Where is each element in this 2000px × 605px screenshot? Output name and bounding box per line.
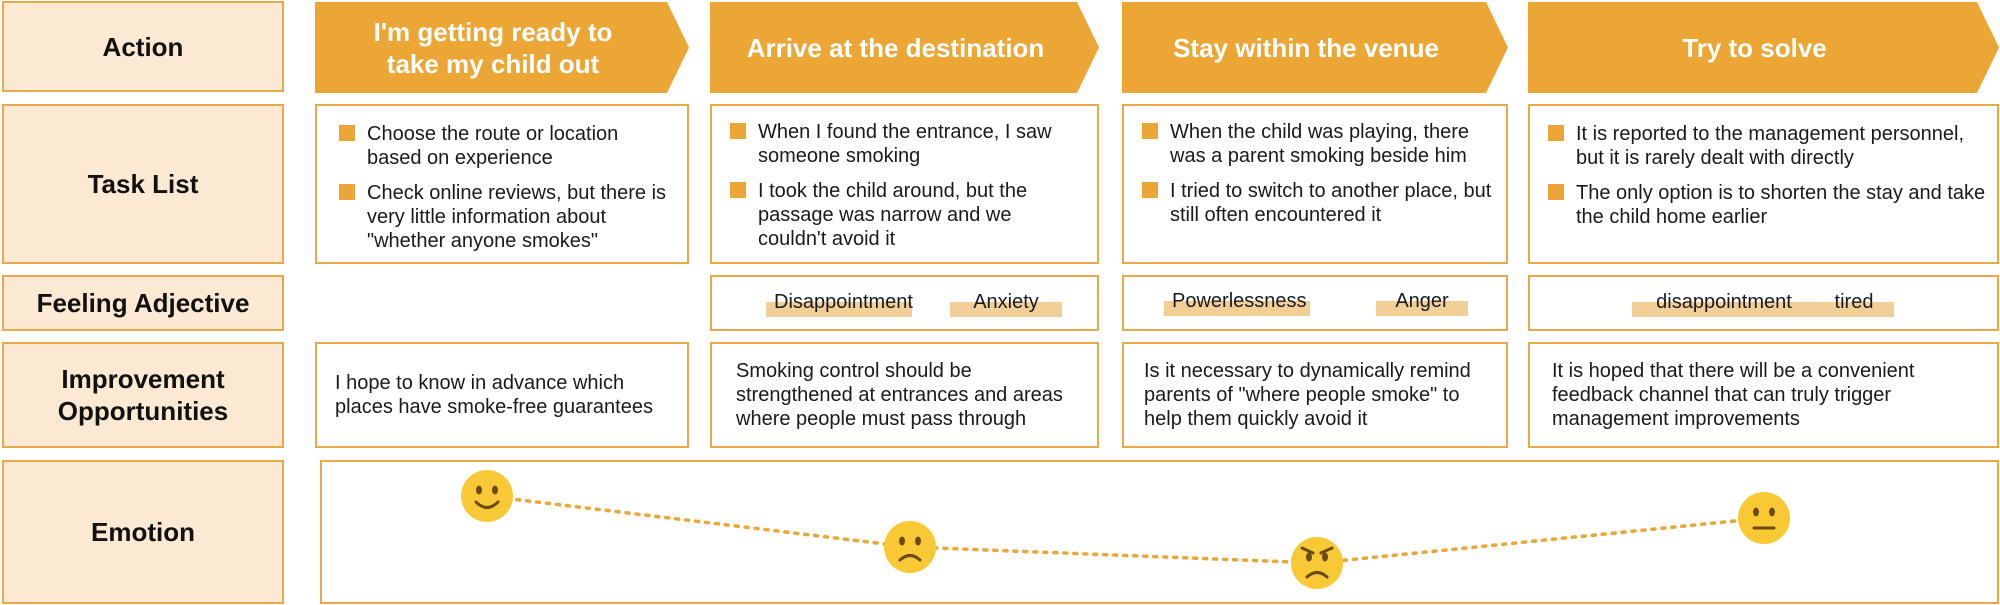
improvement-text: Smoking control should be strengthened a… (736, 360, 1063, 430)
happy-face-icon (461, 470, 513, 522)
stage-header-2: Arrive at the destination (710, 2, 1099, 93)
improvement-text: It is hoped that there will be a conveni… (1552, 360, 1915, 430)
improvement-text: Is it necessary to dynamically remind pa… (1144, 360, 1471, 430)
feeling-box-4: disappointment tired (1528, 275, 1999, 331)
task-item: Choose the route or location based on ex… (339, 122, 673, 170)
feeling-chip: Anger (1376, 289, 1468, 316)
task-box-4: It is reported to the management personn… (1528, 104, 1999, 264)
neutral-face-icon (1738, 492, 1790, 544)
stage-header-4: Try to solve (1528, 2, 1999, 93)
sad-face-icon (884, 521, 936, 573)
task-box-2: When I found the entrance, I saw someone… (710, 104, 1099, 264)
improvement-box-4: It is hoped that there will be a conveni… (1528, 342, 1999, 448)
emotion-line (485, 494, 1766, 565)
improvement-box-3: Is it necessary to dynamically remind pa… (1122, 342, 1508, 448)
row-label-improvement: Improvement Opportunities (2, 342, 284, 448)
bullet-square-icon (1548, 184, 1564, 200)
bullet-square-icon (730, 182, 746, 198)
feeling-chip: Anxiety (950, 290, 1062, 317)
stage-header-1: I'm getting ready to take my child out (315, 2, 689, 93)
bullet-square-icon (339, 184, 355, 200)
bullet-square-icon (1142, 123, 1158, 139)
feeling-chip: Powerlessness (1164, 289, 1310, 316)
bullet-square-icon (1548, 125, 1564, 141)
task-item: The only option is to shorten the stay a… (1548, 181, 1991, 229)
task-item: It is reported to the management personn… (1548, 122, 1991, 170)
stage-header-3: Stay within the venue (1122, 2, 1508, 93)
improvement-box-1: I hope to know in advance which places h… (315, 342, 689, 448)
feeling-chip: tired (1814, 290, 1894, 317)
bullet-square-icon (339, 125, 355, 141)
feeling-box-2: Disappointment Anxiety (710, 275, 1099, 331)
task-item: I tried to switch to another place, but … (1142, 179, 1492, 227)
task-box-3: When the child was playing, there was a … (1122, 104, 1508, 264)
bullet-square-icon (1142, 182, 1158, 198)
row-label-action: Action (2, 1, 284, 92)
angry-face-icon (1291, 537, 1343, 589)
emotion-panel (320, 460, 1999, 604)
feeling-chip: Disappointment (766, 290, 913, 317)
improvement-box-2: Smoking control should be strengthened a… (710, 342, 1099, 448)
feeling-chip: disappointment (1632, 290, 1816, 317)
feeling-box-3: Powerlessness Anger (1122, 275, 1508, 331)
row-label-task-list: Task List (2, 104, 284, 264)
task-item: I took the child around, but the passage… (730, 179, 1077, 251)
task-box-1: Choose the route or location based on ex… (315, 104, 689, 264)
row-label-emotion: Emotion (2, 460, 284, 604)
task-item: When the child was playing, there was a … (1142, 120, 1492, 168)
row-label-feeling: Feeling Adjective (2, 275, 284, 331)
task-item: Check online reviews, but there is very … (339, 181, 673, 253)
bullet-square-icon (730, 123, 746, 139)
task-item: When I found the entrance, I saw someone… (730, 120, 1077, 168)
improvement-text: I hope to know in advance which places h… (335, 372, 653, 418)
